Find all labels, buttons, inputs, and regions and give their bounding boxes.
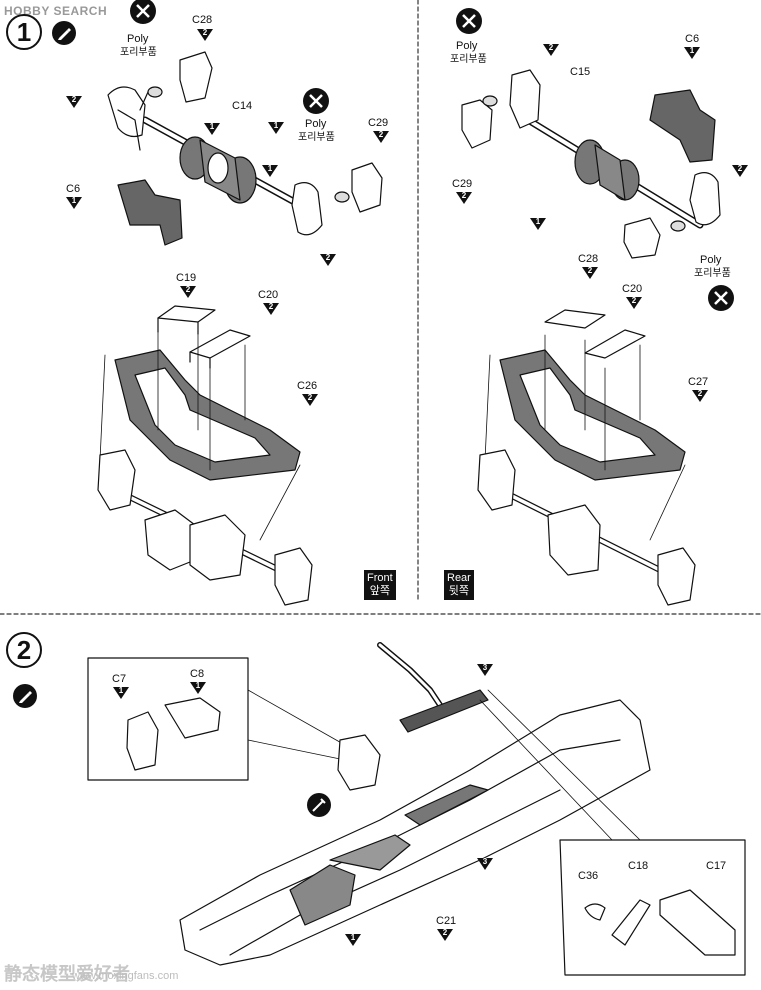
- front-axle-assembly: [107, 51, 383, 246]
- poly-label-kr: 포리부품: [694, 268, 731, 279]
- front-label-box: Front 앞쪽: [364, 570, 396, 600]
- part-label-c36: C36: [578, 870, 599, 882]
- tag-2: 2: [263, 302, 279, 315]
- tag-1: 1: [268, 121, 284, 134]
- part-label-c7: C7: [112, 673, 127, 685]
- tag-2: 2: [456, 191, 472, 204]
- no-cement-icon: [456, 8, 482, 34]
- front-label-en: Front: [367, 572, 393, 584]
- tag-2: 2: [437, 928, 453, 941]
- callout-box-c7-c8: [87, 657, 346, 781]
- tag-2: 2: [180, 285, 196, 298]
- tag-2: 2: [626, 296, 642, 309]
- tag-2: 2: [197, 28, 213, 41]
- part-label-c29: C29: [368, 117, 389, 129]
- no-cement-icon: [303, 88, 329, 114]
- tag-2: 2: [373, 130, 389, 143]
- tag-2: 2: [692, 389, 708, 402]
- part-label-c21: C21: [436, 915, 457, 927]
- rear-axle-assembly: [461, 69, 721, 259]
- poly-label-kr: 포리부품: [450, 54, 487, 65]
- part-label-c20: C20: [622, 283, 643, 295]
- part-label-c17: C17: [706, 860, 727, 872]
- part-label-c29: C29: [452, 178, 473, 190]
- tag-1: 1: [262, 164, 278, 177]
- part-label-c6: C6: [685, 33, 700, 45]
- poly-label: Poly: [305, 118, 327, 130]
- tag-2: 2: [732, 164, 748, 177]
- part-label-c26: C26: [297, 380, 318, 392]
- part-label-c15: C15: [570, 66, 591, 78]
- tag-1: 1: [66, 196, 82, 209]
- step-1-number: 1: [6, 14, 42, 50]
- tag-1: 1: [345, 933, 361, 946]
- rear-chassis-frame: [484, 309, 686, 541]
- tag-1: 1: [530, 217, 546, 230]
- tag-1: 1: [113, 686, 129, 699]
- callout-box-c36-c18-c17: [479, 689, 746, 976]
- front-chassis-frame: [99, 305, 301, 541]
- step-2-number: 2: [6, 632, 42, 668]
- tag-2: 2: [302, 393, 318, 406]
- tag-2: 2: [582, 266, 598, 279]
- poly-label: Poly: [127, 33, 149, 45]
- poly-label: Poly: [456, 40, 478, 52]
- rear-label-kr: 뒷쪽: [448, 585, 470, 597]
- tag-3: 3: [477, 857, 493, 870]
- tag-2: 2: [320, 253, 336, 266]
- part-label-c19: C19: [176, 272, 197, 284]
- rear-label-en: Rear: [447, 572, 471, 584]
- cement-icon: [13, 684, 37, 708]
- no-cement-icon: [708, 285, 734, 311]
- watermark-bottom-cn: 静态模型爱好者: [4, 964, 130, 984]
- front-axle-lower: [97, 449, 313, 606]
- tag-3: 3: [477, 663, 493, 676]
- tag-2: 2: [543, 43, 559, 56]
- tag-1: 1: [190, 681, 206, 694]
- no-cement-icon: [130, 0, 156, 24]
- cement-brush-icon: [307, 793, 331, 817]
- tag-1: 1: [684, 46, 700, 59]
- tag-2: 2: [66, 95, 82, 108]
- part-label-c6: C6: [66, 183, 81, 195]
- poly-label-kr: 포리부품: [298, 132, 335, 143]
- ladder-chassis: [179, 642, 651, 966]
- poly-label-kr: 포리부품: [120, 47, 157, 58]
- rear-axle-lower: [477, 449, 696, 606]
- watermark-bottom-url: www.moxingfans.com: [72, 970, 179, 982]
- part-label-c20: C20: [258, 289, 279, 301]
- part-label-c8: C8: [190, 668, 205, 680]
- part-label-c14: C14: [232, 100, 253, 112]
- poly-label: Poly: [700, 254, 722, 266]
- part-label-c28: C28: [578, 253, 599, 265]
- part-label-c27: C27: [688, 376, 709, 388]
- tag-1: 1: [204, 122, 220, 135]
- rear-label-box: Rear 뒷쪽: [444, 570, 474, 600]
- cement-icon: [52, 21, 76, 45]
- part-label-c18: C18: [628, 860, 649, 872]
- front-label-kr: 앞쪽: [369, 585, 390, 597]
- part-label-c28: C28: [192, 14, 213, 26]
